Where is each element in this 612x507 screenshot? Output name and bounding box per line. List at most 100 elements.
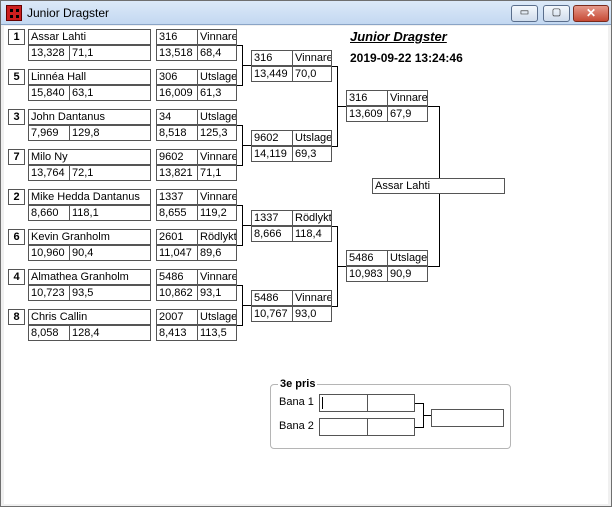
- race-number-field[interactable]: 316 Vinnare: [156, 29, 237, 45]
- top-speed: 72,1: [69, 166, 150, 180]
- title-bar[interactable]: Junior Dragster ▭ ▢ ✕: [1, 1, 611, 25]
- top-speed: 93,0: [292, 307, 331, 321]
- window-title: Junior Dragster: [27, 6, 110, 20]
- connector-line: [237, 85, 243, 86]
- race-number-field[interactable]: 9602 Utslagen: [251, 130, 332, 146]
- lane-1-label: Bana 1: [279, 396, 314, 408]
- driver-name-field[interactable]: Chris Callin: [28, 309, 151, 325]
- race-number: 5486: [159, 271, 184, 283]
- connector: [415, 403, 423, 404]
- race-result: Vinnare: [292, 291, 331, 305]
- top-speed: 67,9: [387, 107, 427, 121]
- lane-2-field[interactable]: [319, 418, 415, 436]
- race-number-field[interactable]: 2601 Rödlyktan: [156, 229, 237, 245]
- minimize-button[interactable]: ▭: [511, 5, 538, 22]
- race-result: Vinnare: [197, 30, 236, 44]
- connector-line: [332, 66, 338, 67]
- elapsed-time: 14,119: [254, 148, 287, 160]
- race-number-field[interactable]: 306Utslagen: [156, 69, 237, 85]
- race-number-field[interactable]: 5486 Vinnare: [251, 290, 332, 306]
- race-number-field[interactable]: 34Utslagen: [156, 109, 237, 125]
- elapsed-time: 10,723: [31, 287, 65, 299]
- seed-number: 6: [8, 229, 25, 245]
- driver-name-field[interactable]: Mike Hedda Dantanus: [28, 189, 151, 205]
- driver-name: Assar Lahti: [31, 31, 87, 43]
- race-result: Vinnare: [197, 190, 236, 204]
- top-speed: 93,5: [69, 286, 150, 300]
- driver-name: Mike Hedda Dantanus: [31, 191, 140, 203]
- top-speed: 70,0: [292, 67, 331, 81]
- elapsed-time: 13,328: [31, 47, 65, 59]
- driver-name-field[interactable]: Almathea Granholm: [28, 269, 151, 285]
- driver-name: Linnéa Hall: [31, 71, 87, 83]
- race-result: Utslagen: [292, 131, 331, 145]
- race-result: Rödlyktan: [292, 211, 331, 225]
- race-number: 9602: [254, 132, 279, 144]
- race-result: Rödlyktan: [197, 230, 236, 244]
- race-number-field[interactable]: 5486Utslagen: [346, 250, 428, 266]
- driver-name-field[interactable]: Linnéa Hall: [28, 69, 151, 85]
- race-result: Vinnare: [197, 150, 236, 164]
- driver-name-field[interactable]: Kevin Granholm: [28, 229, 151, 245]
- driver-name-field[interactable]: Milo Ny: [28, 149, 151, 165]
- race-number: 2601: [159, 231, 184, 243]
- close-button[interactable]: ✕: [573, 5, 609, 22]
- driver-name-field[interactable]: John Dantanus: [28, 109, 151, 125]
- third-place-result-field[interactable]: [431, 409, 504, 427]
- elapsed-time: 10,983: [349, 268, 383, 280]
- top-speed: 128,4: [69, 326, 150, 340]
- top-speed: 61,3: [197, 86, 236, 100]
- race-number: 316: [254, 52, 273, 64]
- race-number-field[interactable]: 2007Utslagen: [156, 309, 237, 325]
- app-icon: [6, 5, 22, 21]
- top-speed: 63,1: [69, 86, 150, 100]
- qualifying-time-field[interactable]: 8,660 118,1: [28, 205, 151, 221]
- race-result: Utslagen: [387, 251, 427, 265]
- race-number-field[interactable]: 1337Rödlyktan: [251, 210, 332, 226]
- race-number: 306: [159, 71, 178, 83]
- driver-name: Milo Ny: [31, 151, 68, 163]
- page-title: Junior Dragster: [350, 29, 447, 44]
- connector-line: [337, 106, 346, 107]
- driver-name-field[interactable]: Assar Lahti: [28, 29, 151, 45]
- race-number: 5486: [254, 292, 279, 304]
- driver-name: Kevin Granholm: [31, 231, 110, 243]
- winner-field[interactable]: Assar Lahti: [372, 178, 505, 194]
- elapsed-time: 11,047: [159, 247, 192, 259]
- field-divider: [367, 419, 368, 435]
- race-number: 316: [159, 31, 178, 43]
- elapsed-time: 10,862: [159, 287, 193, 299]
- top-speed: 118,1: [69, 206, 150, 220]
- qualifying-time-field[interactable]: 10,723 93,5: [28, 285, 151, 301]
- connector-line: [237, 125, 243, 126]
- seed-number: 7: [8, 149, 25, 165]
- elapsed-time: 8,660: [31, 207, 59, 219]
- lane-1-field[interactable]: [319, 394, 415, 412]
- maximize-button[interactable]: ▢: [543, 5, 570, 22]
